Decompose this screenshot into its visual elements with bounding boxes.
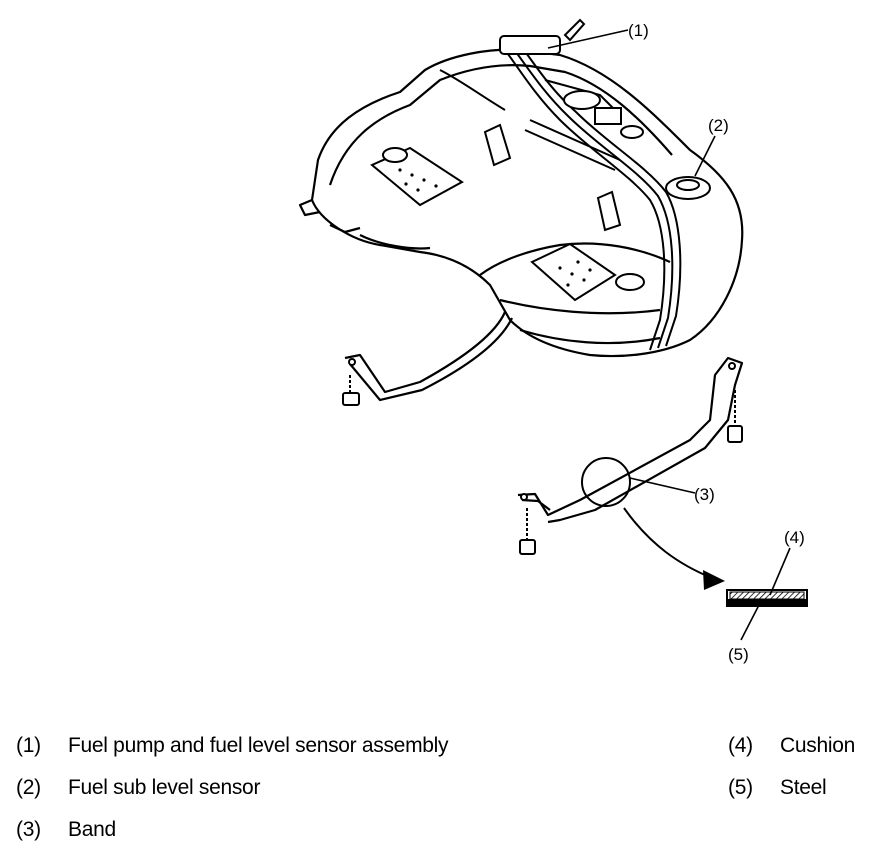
left-band (344, 311, 513, 402)
band-bolt-top (727, 362, 743, 443)
legend-label: Cushion (780, 734, 855, 757)
legend-label: Fuel sub level sensor (68, 776, 261, 799)
callout-5: (5) (728, 645, 749, 664)
leader-lines (547, 29, 791, 641)
legend-label: Fuel pump and fuel level sensor assembly (68, 734, 449, 757)
legend-label: Band (68, 818, 116, 841)
fuel-hoses (439, 45, 682, 351)
band-cross-section (726, 589, 808, 607)
detail-arrow-head (703, 570, 725, 590)
legend-label: Steel (780, 776, 827, 799)
legend-number: (2) (16, 776, 41, 799)
band (517, 356, 744, 524)
fuel-sub-level-sensor (665, 176, 711, 200)
callout-3: (3) (694, 485, 715, 504)
callout-2: (2) (708, 116, 729, 135)
tank-pads (370, 123, 645, 302)
legend-number: (4) (728, 734, 753, 757)
callout-1: (1) (628, 21, 649, 40)
legend-number: (1) (16, 734, 41, 757)
legend-number: (5) (728, 776, 753, 799)
callout-4: (4) (784, 528, 805, 547)
pad-texture (398, 168, 592, 287)
fuel-tank-diagram: (1) (2) (3) (4) (5) (298, 18, 808, 664)
fuel-tank (298, 48, 744, 358)
detail-callout (581, 457, 713, 579)
legend-number: (3) (16, 818, 41, 841)
parts-legend: (1) Fuel pump and fuel level sensor asse… (0, 722, 896, 852)
band-bolt-bottom (519, 493, 536, 555)
left-band-bolt (342, 358, 360, 406)
